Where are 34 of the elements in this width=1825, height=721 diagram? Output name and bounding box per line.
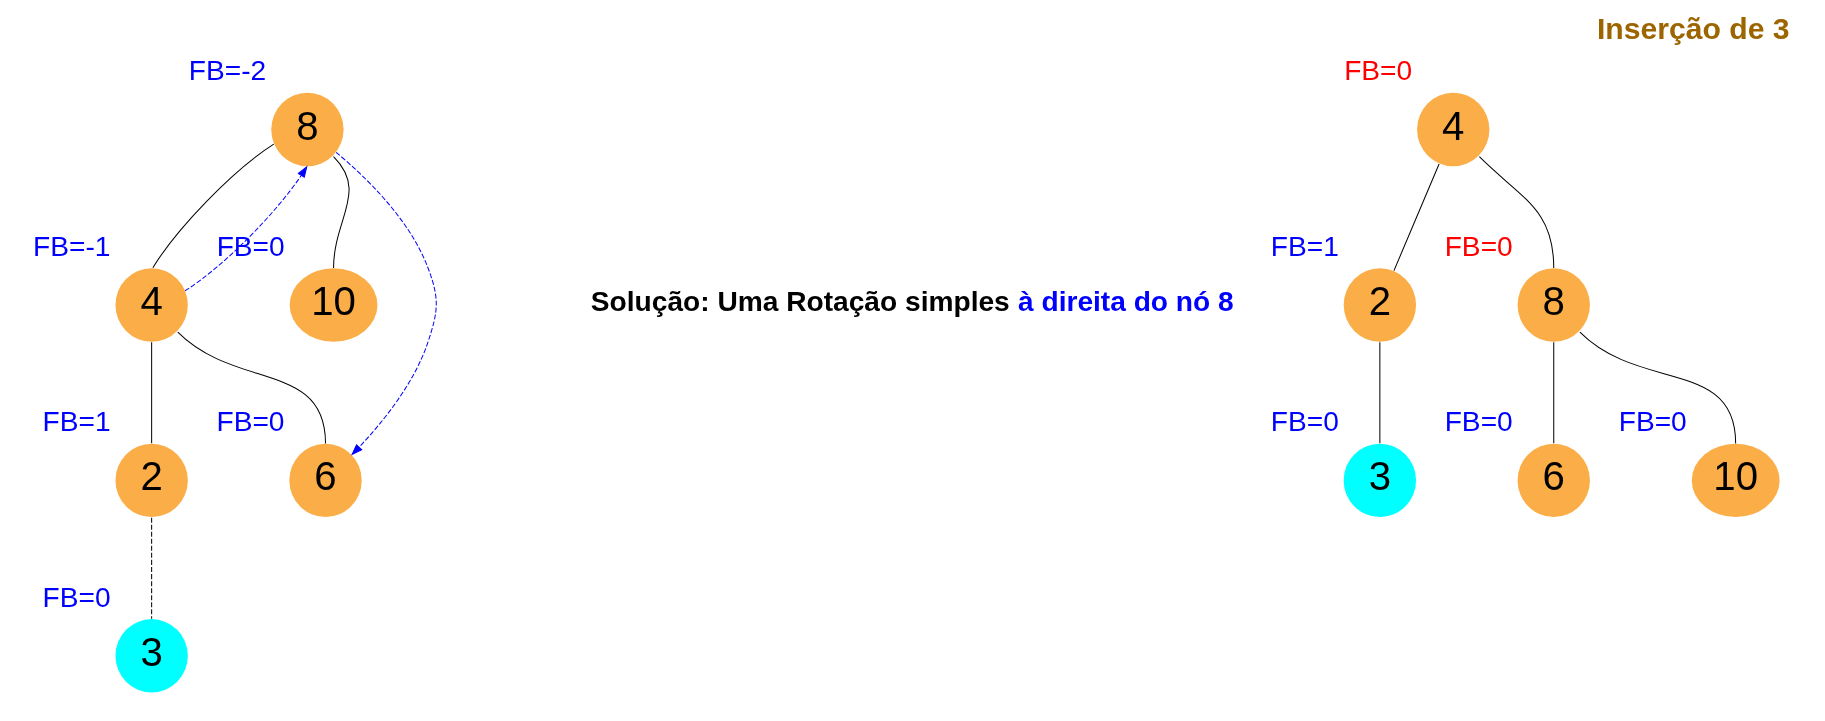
node-circle: 8 bbox=[271, 92, 344, 167]
node-circle: 3 bbox=[1343, 443, 1417, 518]
node-label: FB=1 bbox=[42, 406, 111, 438]
connector bbox=[333, 156, 350, 269]
diagram-title: Inserção de 3 bbox=[1596, 12, 1790, 46]
connector bbox=[151, 341, 153, 444]
node-label: FB=0 bbox=[1344, 55, 1413, 87]
node-ellipse: 10 bbox=[289, 268, 378, 342]
node-label: FB=0 bbox=[216, 230, 285, 262]
node-label: FB=-1 bbox=[33, 230, 111, 262]
node-label: FB=0 bbox=[1444, 230, 1513, 262]
node-circle: 6 bbox=[1517, 443, 1590, 518]
node-ellipse: 10 bbox=[1691, 443, 1780, 518]
node-circle: 3 bbox=[115, 619, 188, 693]
node-circle: 4 bbox=[115, 268, 188, 342]
connector bbox=[1553, 341, 1555, 444]
node-label: FB=0 bbox=[216, 406, 285, 438]
node-label: FB=0 bbox=[42, 581, 111, 613]
node-label: FB=-2 bbox=[188, 55, 267, 87]
node-circle: 8 bbox=[1517, 268, 1590, 342]
arrow bbox=[184, 165, 308, 292]
label: Solução: Uma Rotação simples à direita do nó 8 bbox=[590, 285, 1234, 317]
node-label: FB=1 bbox=[1270, 230, 1339, 262]
node-circle: 2 bbox=[1343, 268, 1417, 342]
node-label: FB=0 bbox=[1270, 406, 1339, 438]
connector bbox=[151, 517, 153, 620]
arrow bbox=[335, 151, 437, 456]
connector bbox=[1478, 156, 1555, 269]
connector bbox=[1393, 163, 1440, 272]
connector bbox=[152, 143, 275, 269]
node-label: FB=0 bbox=[1444, 406, 1513, 438]
node-circle: 2 bbox=[115, 443, 188, 518]
node-circle: 4 bbox=[1417, 92, 1490, 167]
node-label: FB=0 bbox=[1618, 406, 1687, 438]
